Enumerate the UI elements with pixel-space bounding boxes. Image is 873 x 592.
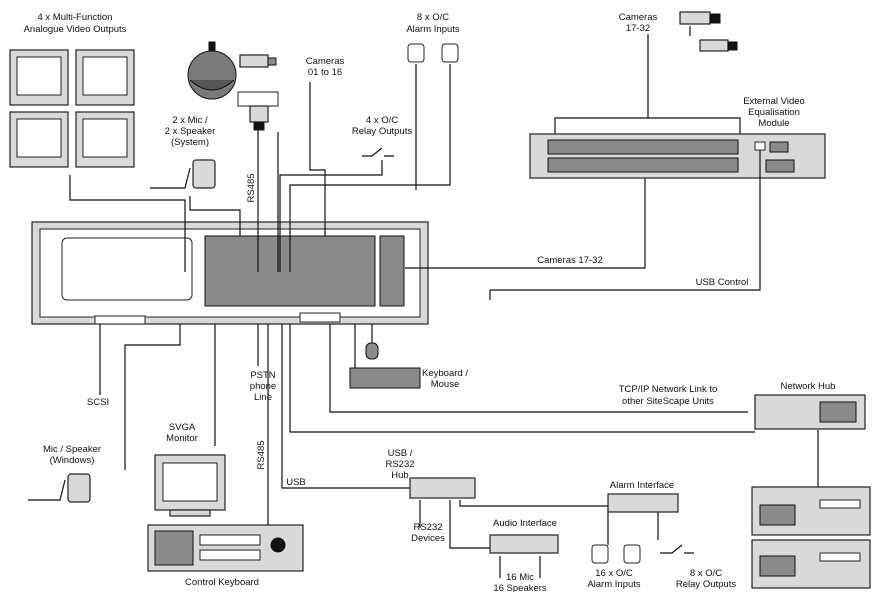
relay-switch-icon (362, 147, 394, 157)
keyboard-icon (349, 367, 421, 389)
mic-zones-line2: 16 Speakers (493, 583, 547, 592)
usb-rs232-hub (409, 477, 476, 499)
keyboard-mouse-line2: Mouse (431, 379, 460, 390)
svga-line1: SVGA (169, 422, 196, 433)
alarm-inputs-top-line1: 8 x O/C (417, 12, 449, 23)
alarm-switch-icons (591, 544, 641, 564)
alarm-interface (607, 493, 679, 513)
cameras-17-32-line2: 17-32 (626, 23, 650, 34)
mic-speaker-windows-line2: (Windows) (50, 455, 95, 466)
usb-rs232-line3: Hub (391, 470, 408, 481)
equalisation-module (529, 133, 826, 179)
speaker-icon (192, 159, 216, 189)
server-icon (751, 486, 871, 589)
rs232-devices-line1: RS232 (413, 522, 442, 533)
audio-interface-label: Audio Interface (493, 518, 557, 529)
alarm-inputs-16-line2: Alarm Inputs (587, 579, 641, 590)
svga-monitor (154, 454, 226, 517)
pstn-line2: phone (250, 381, 276, 392)
analogue-monitors (9, 49, 135, 168)
mic-speaker-system-line2: 2 x Speaker (165, 126, 216, 137)
cameras-1-16-line1: Cameras (306, 56, 345, 67)
relay-outputs-top-line2: Relay Outputs (352, 126, 412, 137)
svga-line2: Monitor (166, 433, 198, 444)
pstn-line1: PSTN (250, 370, 275, 381)
network-link-line2: other SiteScape Units (622, 396, 714, 407)
relay-outputs-top-line1: 4 x O/C (366, 115, 398, 126)
scsi-label: SCSI (87, 397, 109, 408)
mic-speaker-windows-line1: Mic / Speaker (43, 444, 101, 455)
rs232-devices-line2: Devices (411, 533, 445, 544)
relay-outputs-8-line1: 8 x O/C (690, 568, 722, 579)
speaker-icon (67, 473, 91, 503)
usb-control-label: USB Control (696, 277, 749, 288)
microphone-icon (28, 479, 66, 501)
eq-module-line1: External Video (743, 96, 805, 107)
rs485-label-top: RS485 (246, 173, 257, 202)
eq-module-line3: Module (758, 118, 789, 129)
alarm-inputs-top-line2: Alarm Inputs (406, 24, 460, 35)
control-keyboard-label: Control Keyboard (185, 577, 259, 588)
cameras-17-32-line1: Cameras (619, 12, 658, 23)
network-hub (754, 394, 866, 430)
microphone-icon (150, 167, 191, 189)
usb-small-label: USB (286, 477, 306, 488)
pstn-line3: Line (254, 392, 272, 403)
monitors-label-line2: Analogue Video Outputs (24, 24, 127, 35)
control-keyboard (147, 524, 304, 572)
camera-icon (679, 11, 738, 52)
usb-rs232-line2: RS232 (385, 459, 414, 470)
relay-switch-icon (660, 544, 694, 554)
network-link-line1: TCP/IP Network Link to (619, 384, 718, 395)
relay-outputs-8-line2: Relay Outputs (676, 579, 736, 590)
mic-zones-line1: 16 Mic (506, 572, 534, 583)
main-dvr-unit (31, 221, 429, 325)
network-hub-label: Network Hub (781, 381, 836, 392)
mic-speaker-system-line1: 2 x Mic / (172, 115, 208, 126)
audio-interface (489, 534, 559, 554)
ptz-dome-camera (187, 41, 237, 100)
cameras-1-16-line2: 01 to 16 (308, 67, 342, 78)
alarm-interface-label: Alarm Interface (610, 480, 674, 491)
usb-rs232-line1: USB / (388, 448, 413, 459)
monitors-label-line1: 4 x Multi-Function (38, 12, 113, 23)
camera-icon (239, 54, 277, 68)
eq-module-line2: Equalisation (748, 107, 800, 118)
cameras-17-32-line-label: Cameras 17-32 (537, 255, 602, 266)
connection-lines (69, 26, 819, 578)
alarm-switch-icons (407, 43, 459, 63)
mic-speaker-system-line3: (System) (171, 137, 209, 148)
keyboard-mouse-line1: Keyboard / (422, 368, 468, 379)
ptz-head-icon (237, 91, 279, 131)
rs485-label-bottom: RS485 (256, 440, 267, 469)
alarm-inputs-16-line1: 16 x O/C (595, 568, 633, 579)
mouse-icon (365, 342, 379, 360)
